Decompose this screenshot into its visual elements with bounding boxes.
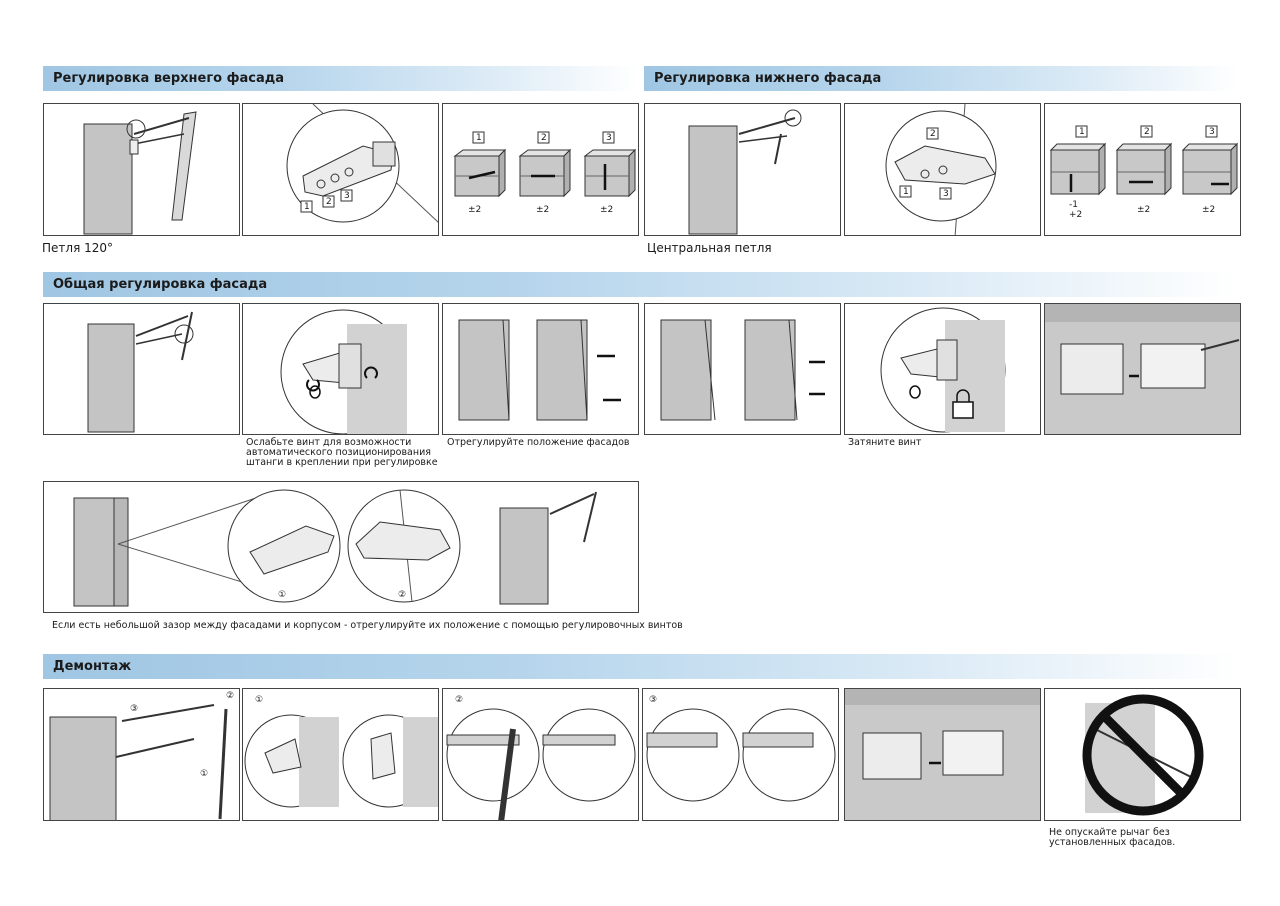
tolerance-plus: +2 — [1069, 210, 1083, 220]
box-label-3: 3 — [1209, 127, 1215, 137]
hinge-detail-drawing — [286, 104, 438, 223]
tolerance-3: ±2 — [1202, 205, 1216, 215]
tolerance-2: ±2 — [536, 205, 550, 215]
panel-loosen-screw — [242, 303, 439, 435]
callout-1: 1 — [903, 187, 909, 197]
dismount-step2-drawing — [446, 708, 636, 820]
callout-2: 2 — [326, 197, 332, 207]
adjust-facades-drawing — [458, 319, 621, 421]
panel-upper-adjust: 1 2 3 ±2 ±2 ±2 — [442, 103, 639, 236]
box-label-1: 1 — [1079, 127, 1085, 137]
section-header-upper: Регулировка верхнего фасада — [43, 66, 638, 91]
box-label-1: 1 — [476, 133, 482, 143]
panel-adjust-facades — [442, 303, 639, 435]
box-label-3: 3 — [606, 133, 612, 143]
section-header-general: Общая регулировка фасада — [43, 272, 1239, 297]
dismount-callout-3: ③ — [130, 704, 139, 714]
step-label-2: ② — [455, 695, 464, 705]
tighten-screw-drawing — [880, 307, 1006, 433]
step-label-1: ① — [255, 695, 264, 705]
loosen-screw-drawing — [280, 309, 407, 434]
dismount-overview-drawing — [49, 704, 228, 820]
dismount-callout-1: ① — [200, 769, 209, 779]
caption-loosen: Ослабьте винт для возможности автоматиче… — [246, 437, 438, 468]
panel-dismount-overview: ③ ② ① — [43, 688, 240, 821]
panel-lift-mechanism — [1044, 303, 1241, 435]
panel-upper-hinge — [43, 103, 240, 236]
callout-2: 2 — [930, 129, 936, 139]
central-hinge-detail — [885, 104, 997, 235]
dismount-step1-drawing — [244, 714, 438, 808]
callout-3: 3 — [943, 189, 949, 199]
panel-adjust-facades-2 — [644, 303, 841, 435]
section-header-dismount: Демонтаж — [43, 654, 1239, 679]
caption-adjust: Отрегулируйте положение фасадов — [447, 437, 630, 448]
dismount-callout-2: ② — [226, 691, 235, 701]
caption-central-hinge: Центральная петля — [647, 241, 772, 255]
box-label-2: 2 — [541, 133, 547, 143]
general-cabinet-drawing — [87, 311, 194, 433]
callout-3: 3 — [344, 191, 350, 201]
section-header-lower: Регулировка нижнего фасада — [644, 66, 1239, 91]
step-label-3: ③ — [649, 695, 658, 705]
panel-dismount-step1: ① — [242, 688, 439, 821]
panel-tighten-screw — [844, 303, 1041, 435]
gap-callout-2: ② — [398, 590, 407, 600]
gap-adjust-drawing — [73, 489, 597, 607]
warning-prohibited-icon — [1082, 694, 1204, 816]
lift-mechanism-drawing — [1045, 304, 1240, 434]
panel-upper-hinge-detail: 1 2 3 — [242, 103, 439, 236]
tolerance-minus: -1 — [1069, 200, 1078, 210]
panel-dismount-step3: ③ — [642, 688, 839, 821]
panel-warning — [1044, 688, 1241, 821]
lower-adjust-boxes — [1049, 125, 1239, 196]
upper-adjust-boxes — [453, 131, 637, 198]
caption-warning: Не опускайте рычаг без установленных фас… — [1049, 827, 1176, 848]
panel-lower-adjust: 1 2 3 -1 +2 ±2 ±2 — [1044, 103, 1241, 236]
lower-hinge-drawing — [688, 109, 802, 235]
caption-hinge-120: Петля 120° — [42, 241, 114, 255]
callout-1: 1 — [304, 202, 310, 212]
caption-gap: Если есть небольшой зазор между фасадами… — [52, 620, 683, 631]
upper-hinge-drawing — [83, 111, 197, 235]
tolerance-3: ±2 — [600, 205, 614, 215]
panel-general-1 — [43, 303, 240, 435]
adjust-facades-drawing-2 — [660, 319, 825, 421]
caption-tighten: Затяните винт — [848, 437, 922, 448]
dismount-step3-drawing — [646, 708, 836, 802]
panel-dismount-step2: ② — [442, 688, 639, 821]
dismount-mechanism-drawing — [845, 689, 1040, 820]
panel-dismount-mechanism — [844, 688, 1041, 821]
gap-callout-1: ① — [278, 590, 287, 600]
panel-lower-hinge — [644, 103, 841, 236]
box-label-2: 2 — [1144, 127, 1150, 137]
tolerance-1: ±2 — [468, 205, 482, 215]
panel-lower-hinge-detail: 2 1 3 — [844, 103, 1041, 236]
tolerance-2: ±2 — [1137, 205, 1151, 215]
panel-gap-adjust: ① ② — [43, 481, 639, 613]
